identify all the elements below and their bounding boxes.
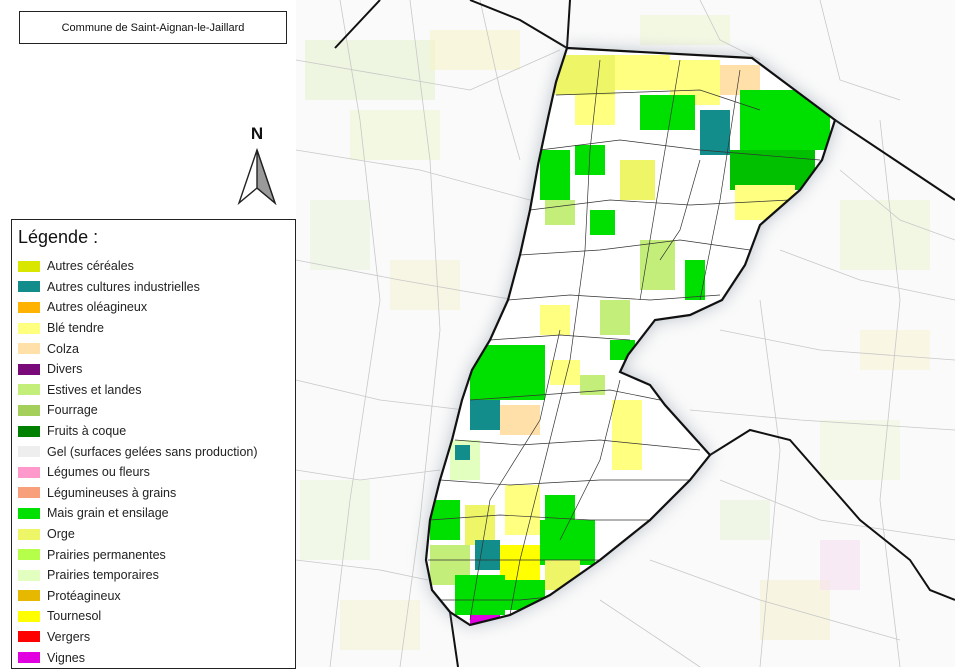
legend-item: Autres céréales (18, 256, 258, 277)
map-title: Commune de Saint-Aignan-le-Jaillard (19, 11, 287, 44)
north-arrow-icon (237, 148, 277, 206)
legend-swatch (18, 301, 40, 313)
legend-label: Fourrage (47, 403, 98, 418)
legend-item: Fruits à coque (18, 421, 258, 442)
legend-item: Fourrage (18, 400, 258, 421)
legend-item: Mais grain et ensilage (18, 503, 258, 524)
legend-title: Légende : (18, 227, 99, 247)
commune-boundary (424, 46, 837, 627)
legend-label: Légumes ou fleurs (47, 465, 150, 480)
legend-item: Prairies permanentes (18, 544, 258, 565)
legend-swatch (18, 466, 40, 478)
legend-label: Autres cultures industrielles (47, 279, 200, 294)
legend-label: Estives et landes (47, 382, 142, 397)
legend-label: Divers (47, 362, 83, 377)
legend-label: Prairies temporaires (47, 568, 159, 583)
legend-item: Tournesol (18, 606, 258, 627)
legend-item: Vergers (18, 627, 258, 648)
legend-label: Prairies permanentes (47, 547, 166, 562)
legend-label: Vergers (47, 629, 91, 644)
legend-label: Blé tendre (47, 321, 104, 336)
legend-item: Orge (18, 524, 258, 545)
legend-item: Vignes (18, 647, 258, 668)
legend-label: Autres céréales (47, 259, 134, 274)
legend-swatch (18, 281, 40, 293)
legend-item: Légumes ou fleurs (18, 462, 258, 483)
legend-label: Tournesol (47, 609, 102, 624)
legend-swatch (18, 569, 40, 581)
legend-swatch (18, 487, 40, 499)
legend-item: Légumineuses à grains (18, 483, 258, 504)
north-label: N (250, 124, 264, 143)
legend-swatch (18, 322, 40, 334)
legend-swatch (18, 507, 40, 519)
legend-label: Orge (47, 527, 75, 542)
legend-swatch (18, 549, 40, 561)
legend-item: Colza (18, 338, 258, 359)
legend-swatch (18, 610, 40, 622)
commune-boundary-lines (334, 0, 955, 667)
legend-label: Mais grain et ensilage (47, 506, 169, 521)
legend-label: Colza (47, 341, 79, 356)
legend-item: Autres oléagineux (18, 297, 258, 318)
legend-label: Vignes (47, 650, 85, 665)
legend-swatch (18, 260, 40, 272)
north-arrow: N (232, 124, 282, 208)
legend-label: Légumineuses à grains (47, 485, 177, 500)
legend-item: Estives et landes (18, 380, 258, 401)
legend-swatch (18, 652, 40, 664)
legend-item: Autres cultures industrielles (18, 277, 258, 298)
legend-swatch (18, 404, 40, 416)
legend-item: Protéagineux (18, 586, 258, 607)
legend-swatch (18, 528, 40, 540)
legend-item: Gel (surfaces gelées sans production) (18, 441, 258, 462)
legend-swatch (18, 631, 40, 643)
legend-swatch (18, 590, 40, 602)
legend-item: Divers (18, 359, 258, 380)
legend-item: Prairies temporaires (18, 565, 258, 586)
legend-swatch (18, 425, 40, 437)
legend-label: Gel (surfaces gelées sans production) (47, 444, 258, 459)
legend-label: Autres oléagineux (47, 300, 148, 315)
legend-swatch (18, 384, 40, 396)
legend-swatch (18, 446, 40, 458)
legend-swatch (18, 343, 40, 355)
legend-swatch (18, 363, 40, 375)
legend-label: Fruits à coque (47, 424, 127, 439)
legend-label: Protéagineux (47, 588, 121, 603)
legend-item: Blé tendre (18, 318, 258, 339)
